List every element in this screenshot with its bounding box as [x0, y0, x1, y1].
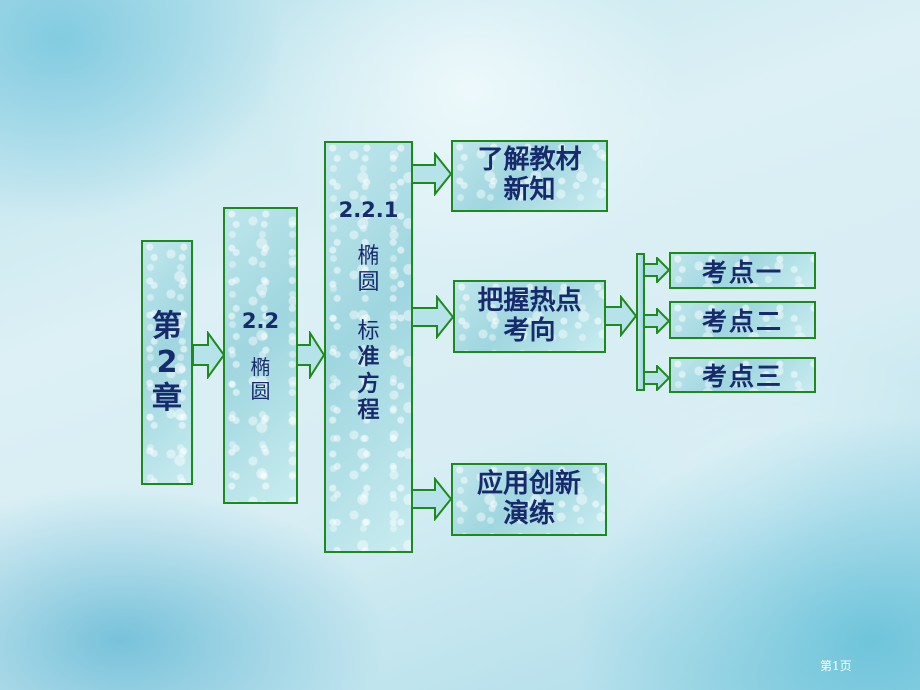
chapter-box[interactable]: 第 2 章: [141, 240, 193, 485]
page-number: 第1页: [820, 659, 852, 673]
arrow-right-icon: [643, 257, 671, 283]
subsection-title-part2: 标 准 方 程: [357, 319, 379, 425]
arrow-right-icon: [192, 331, 226, 379]
arrow-right-icon: [411, 152, 453, 196]
arrow-right-icon: [411, 295, 455, 339]
branch-grasp-box[interactable]: 把握热点 考向: [453, 280, 606, 353]
section-char: 椭: [250, 354, 271, 379]
arrow-right-icon: [411, 477, 453, 521]
chapter-char: 2: [156, 344, 178, 380]
section-box[interactable]: 2.2 椭 圆: [223, 207, 298, 504]
exam-point-label: 考点三: [701, 362, 783, 391]
section-number: 2.2: [241, 308, 280, 333]
subsection-char: 标: [357, 318, 380, 344]
subsection-char: 准: [357, 345, 380, 371]
arrow-right-icon: [296, 331, 326, 379]
branch-apply-box[interactable]: 应用创新 演练: [451, 463, 607, 536]
branch-line: 演练: [502, 498, 555, 529]
subsection-char: 圆: [357, 270, 380, 296]
exam-point-label: 考点一: [701, 257, 783, 287]
subsection-number: 2.2.1: [338, 198, 399, 222]
exam-point-1-box[interactable]: 考点一: [669, 252, 816, 289]
branch-line: 新知: [503, 175, 556, 205]
subsection-char: 程: [357, 397, 380, 423]
arrow-right-icon: [643, 308, 671, 334]
branch-learn-box[interactable]: 了解教材 新知: [451, 140, 608, 212]
arrow-right-icon: [604, 295, 638, 337]
subsection-char: 方: [357, 371, 380, 397]
chapter-char: 章: [152, 380, 182, 416]
subsection-title-part1: 椭 圆: [357, 244, 379, 297]
exam-point-label: 考点二: [701, 307, 783, 336]
section-char: 圆: [250, 378, 271, 403]
arrow-right-icon: [643, 365, 671, 391]
branch-line: 了解教材: [477, 145, 582, 176]
exam-point-2-box[interactable]: 考点二: [669, 301, 816, 339]
chapter-char: 第: [152, 308, 182, 344]
exam-point-3-box[interactable]: 考点三: [669, 357, 816, 393]
branch-line: 考向: [503, 315, 556, 346]
branch-line: 应用创新: [476, 468, 581, 499]
subsection-box[interactable]: 2.2.1 椭 圆 标 准 方 程: [324, 141, 413, 553]
subsection-char: 椭: [357, 244, 380, 269]
branch-line: 把握热点: [477, 285, 582, 316]
